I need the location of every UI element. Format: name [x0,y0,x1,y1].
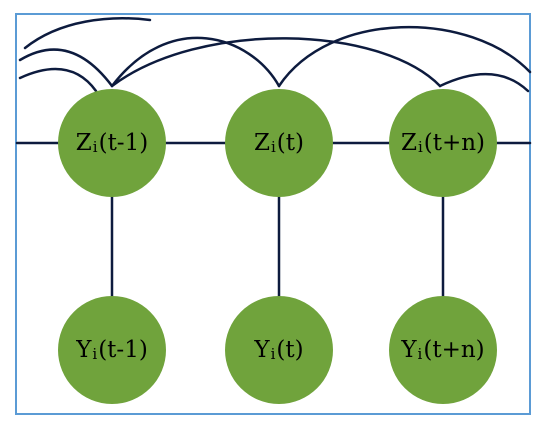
arc-edge-z1-z2 [110,36,281,88]
node-var: Y [401,337,417,363]
node-arg: (t) [276,337,304,363]
node-arg: (t+n) [423,130,486,156]
node-subscript: i [417,138,423,156]
node-subscript: i [270,138,276,156]
node-subscript: i [417,345,423,363]
node-arg: (t+n) [423,337,485,363]
node-arg: (t-1) [98,130,149,156]
node-arg: (t-1) [98,337,148,363]
node-subscript: i [92,345,98,363]
arc-edge-left-outer [18,48,114,88]
node-var: Y [76,337,92,363]
node-var: Y [254,337,270,363]
node-var: Z [400,130,417,156]
node-subscript: i [92,138,98,156]
arc-edge-top-left [23,17,152,50]
node-var: Z [75,130,92,156]
node-arg: (t) [276,130,304,156]
arc-edge-z1-z3 [110,37,442,88]
node-subscript: i [270,345,276,363]
arc-edge-z3-right [438,72,530,93]
arc-edge-left-inner [18,67,98,93]
arc-edge-z2-right [277,26,532,88]
node-var: Z [254,130,270,156]
